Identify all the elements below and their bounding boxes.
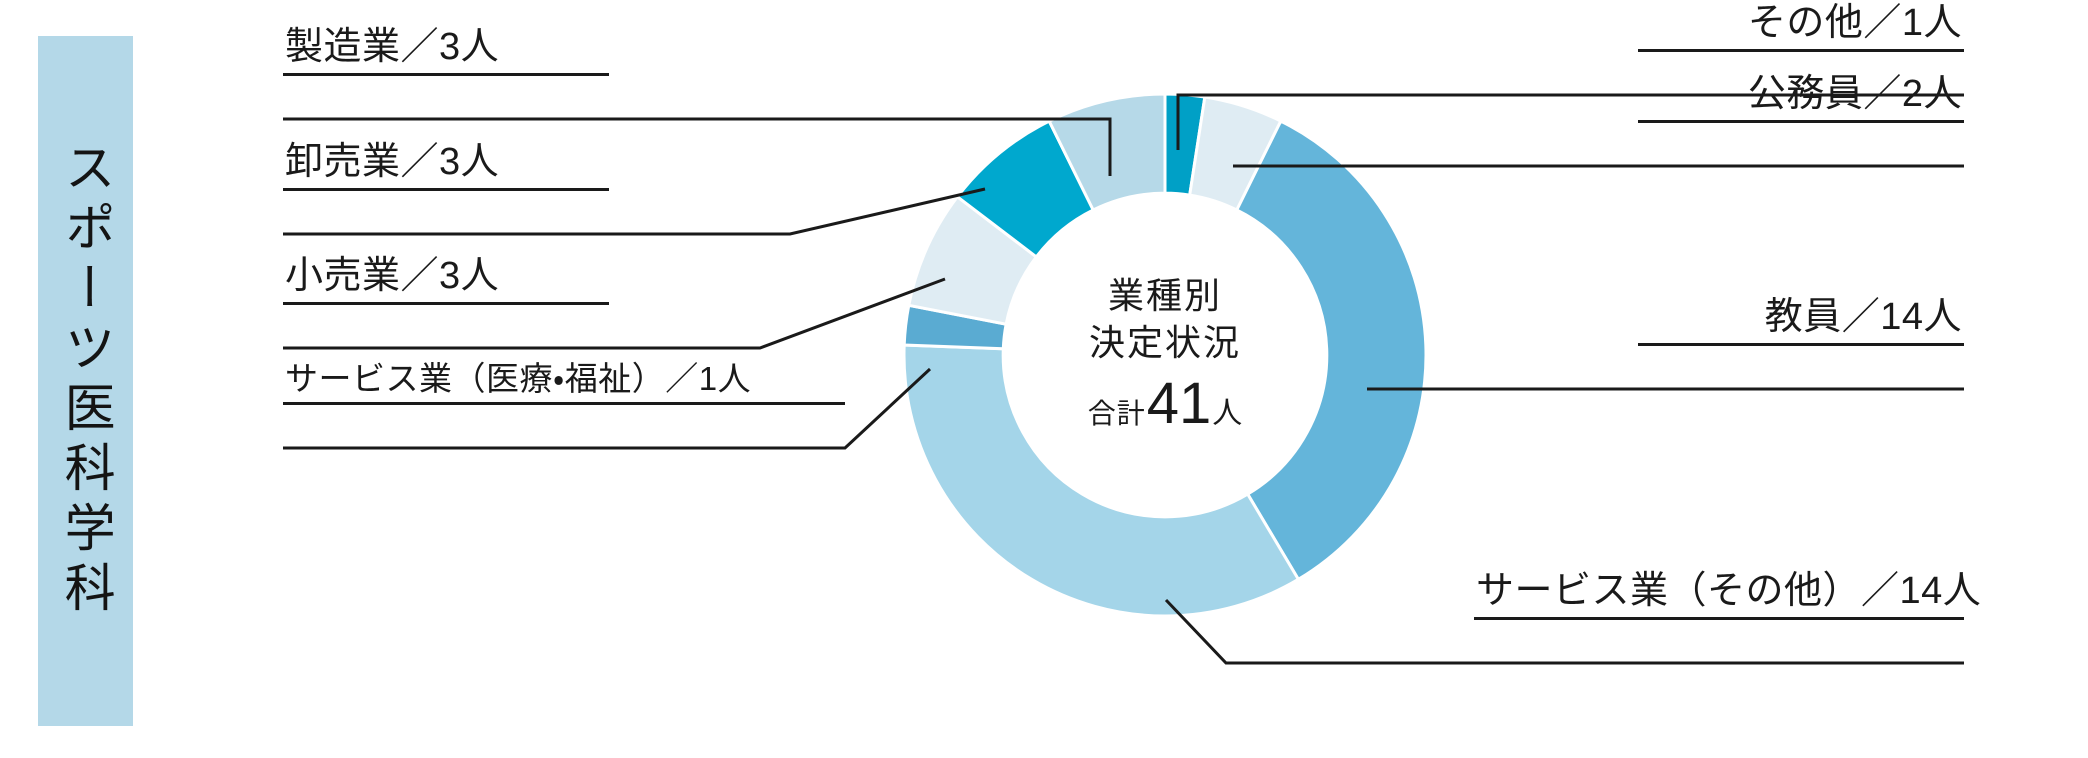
callout-teacher: 教員／14人 [1638,298,1964,346]
callout-other-label: その他／1人 [1747,2,1962,44]
callout-service-other-label: サービス業（その他）／14人 [1476,570,1982,612]
donut-svg [902,92,1428,618]
callout-service-medical-label: サービス業（医療・福祉）／1人 [285,360,752,397]
callout-retail: 小売業／3人 [283,257,609,305]
callout-rule [1638,343,1964,346]
donut-slice [902,343,1301,618]
callout-retail-label: 小売業／3人 [285,255,500,297]
callout-rule [283,73,609,76]
department-name: スポーツ医科学科 [57,141,115,621]
callout-service-other: サービス業（その他）／14人 [1474,570,1982,620]
callout-rule [1474,617,1964,620]
callout-wholesale: 卸売業／3人 [283,143,609,191]
donut-slices [902,92,1428,618]
donut-chart: 業種別 決定状況 合計 41 人 [900,90,1430,620]
leader-wholesale [283,187,986,236]
callout-wholesale-label: 卸売業／3人 [285,141,500,183]
callout-rule [283,402,845,405]
callout-public-servant-label: 公務員／2人 [1747,73,1962,115]
callout-rule [283,188,609,191]
callout-public-servant: 公務員／2人 [1638,75,1964,123]
callout-manufacturing-label: 製造業／3人 [285,26,500,68]
callout-rule [1638,120,1964,123]
callout-other: その他／1人 [1638,4,1964,52]
callout-manufacturing: 製造業／3人 [283,28,609,76]
callout-rule [283,302,609,305]
donut-slice [1234,119,1428,582]
callout-teacher-label: 教員／14人 [1764,296,1962,338]
callout-rule [1638,49,1964,52]
callout-service-medical: サービス業（医療・福祉）／1人 [283,362,845,405]
department-banner: スポーツ医科学科 [38,36,133,726]
